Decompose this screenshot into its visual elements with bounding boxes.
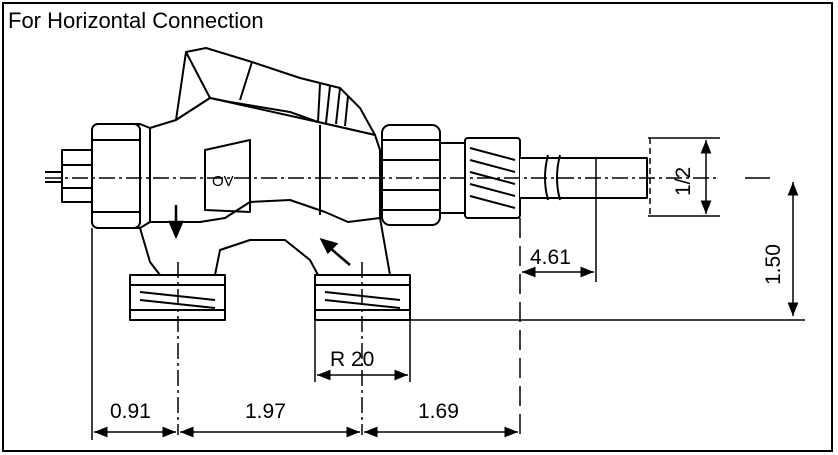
body-marking: OV [212, 173, 234, 190]
drawing-title: For Horizontal Connection [8, 8, 264, 33]
dim-port-spacing: 1.97 [245, 400, 286, 423]
spindle [61, 149, 93, 203]
dim-pipe-length: 4.61 [530, 246, 571, 269]
dim-thread: R 20 [330, 348, 374, 371]
dim-offset-height: 1.50 [762, 244, 785, 285]
dim-pipe-size: 1/2 [672, 167, 695, 196]
dim-right-offset: 1.69 [418, 400, 459, 423]
dim-left-offset: 0.91 [110, 400, 151, 423]
